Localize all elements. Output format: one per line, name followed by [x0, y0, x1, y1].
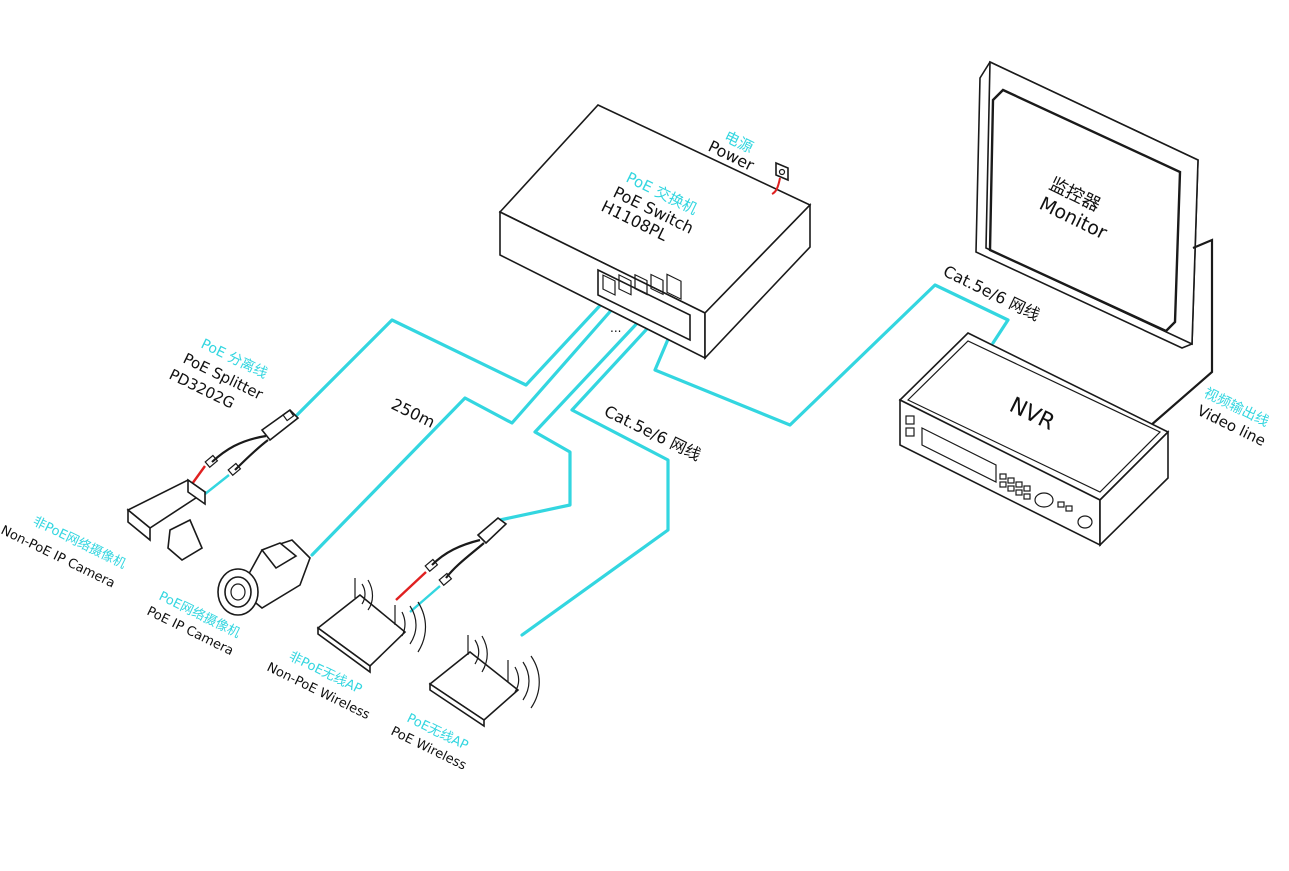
- cable-switch-to-poe-ap: [520, 316, 670, 637]
- switch-port-block: [597, 268, 691, 342]
- ap-data-wire: [409, 585, 441, 613]
- nvr: NVR: [898, 332, 1170, 547]
- cable-switch-to-nonpoe-ap: [498, 316, 644, 522]
- splitter-power-wire: [191, 465, 206, 485]
- poe-switch: PoE 交换机 PoE Switch H1108PL ... 电源 Power: [498, 104, 812, 361]
- ap-splitter-body: [476, 516, 508, 545]
- nonpoe-camera-mount: [167, 518, 204, 561]
- switch-ports: [602, 273, 682, 301]
- distance-label: 250m: [388, 395, 438, 432]
- poe-camera: PoE网络摄像机 PoE IP Camera: [144, 539, 311, 659]
- nonpoe-ap-body: [316, 593, 407, 668]
- monitor-screen: [988, 88, 1182, 333]
- poe-camera-top: [260, 542, 298, 570]
- nvr-front-buttons: [999, 473, 1093, 529]
- poe-camera-lens: [224, 576, 252, 608]
- poe-splitter: PoE 分离线 PoE Splitter PD3202G: [166, 335, 300, 495]
- nvr-top-inset: [906, 340, 1162, 493]
- nvr-disk-bay: [921, 427, 997, 483]
- switch-port-dots: ...: [610, 321, 621, 335]
- video-line-cable: [1149, 238, 1214, 427]
- ethernet-cables: [295, 283, 1010, 637]
- cable-switch-to-splitter: [295, 296, 609, 417]
- switch-side-face: [704, 203, 811, 361]
- nvr-side-face: [1099, 430, 1169, 547]
- nvr-power-button-icon: [905, 415, 915, 425]
- power-socket-icon: [775, 161, 789, 182]
- nvr-usb-port-icon: [905, 427, 915, 437]
- nonpoe-camera: 非PoE网络摄像机 Non-PoE IP Camera: [0, 478, 207, 591]
- nonpoe-camera-front: [127, 508, 151, 542]
- splitter-data-wire: [204, 474, 230, 495]
- cable-switch-to-nvr: [653, 283, 1010, 427]
- splitter-data-lead: [234, 439, 269, 471]
- poe-ap-body: [428, 650, 520, 722]
- splitter-body: [260, 408, 300, 442]
- cable-switch-to-poe-camera: [310, 296, 624, 557]
- monitor: 监控器 Monitor: [975, 60, 1214, 427]
- poe-ap: PoE无线AP PoE Wireless: [388, 635, 540, 774]
- ap-power-wire: [395, 571, 427, 601]
- power-wire: [771, 177, 781, 195]
